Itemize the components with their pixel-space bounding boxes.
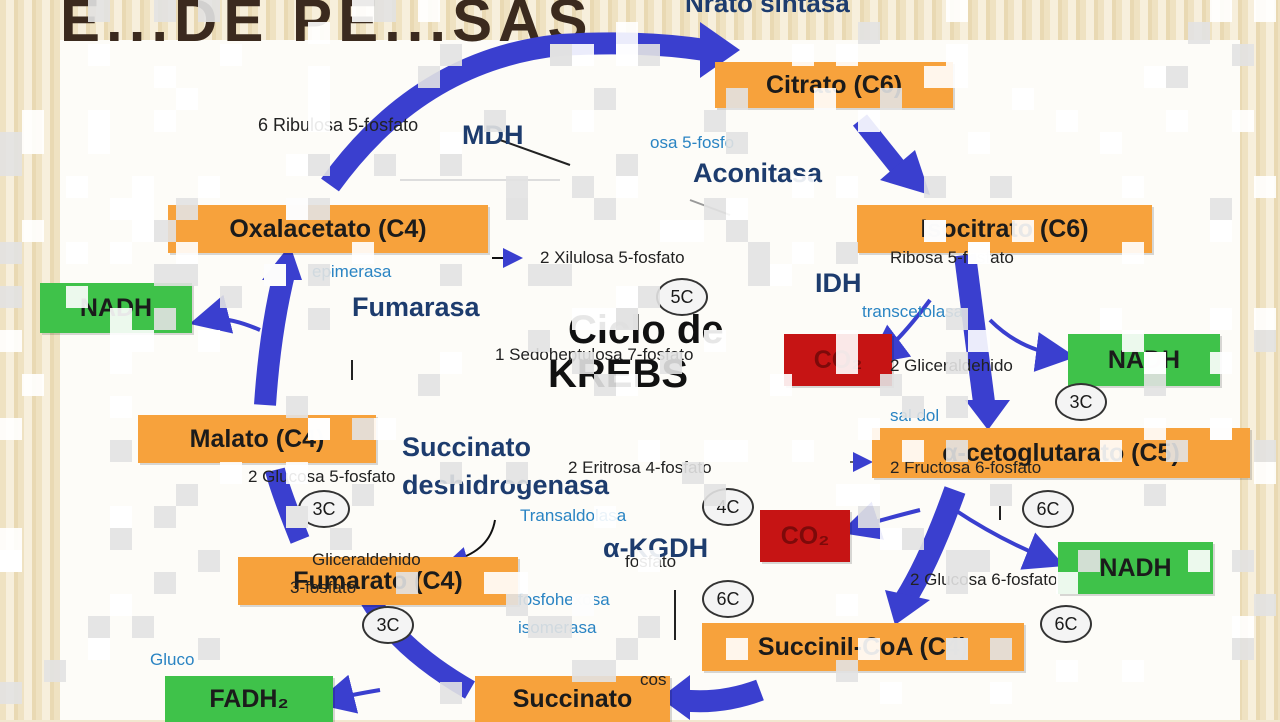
bg-cos: cos	[640, 670, 667, 689]
box-co2-1: CO₂	[784, 334, 892, 386]
bg-gliceraldehido-left: Gliceraldehido	[312, 550, 421, 569]
bg-ribosa-fragment: osa 5-fosfo	[650, 133, 735, 152]
enzyme-succinato-line1: Succinato	[402, 432, 532, 462]
enzyme-aconitasa: Aconitasa	[693, 158, 823, 188]
arrowhead-citrato	[700, 22, 740, 78]
enzyme-succinato-line2: deshidrogenasa	[402, 470, 610, 500]
bg-sedoheptulosa: 1 Sedoheptulosa 7-fosfato	[495, 345, 694, 364]
arrow-fumarato-malato	[265, 467, 310, 544]
arrow-succinil-succinato	[678, 679, 764, 713]
bg-gliceraldehido: 2 Gliceraldehido	[890, 356, 1013, 375]
box-co2-2: CO₂	[760, 510, 850, 562]
arrow-isocitrato-akg	[954, 253, 996, 412]
arrow-to-co2-2	[839, 501, 921, 540]
bg-ribosa: Ribosa 5-fosfato	[890, 248, 1014, 267]
arrow-to-nadh-right1	[988, 318, 1076, 372]
bg-transaldolasa: Transaldolasa	[520, 506, 627, 525]
box-succinato: Succinato	[475, 676, 670, 722]
line-mdh	[499, 139, 571, 166]
arrow-citrato-isocitrato	[852, 114, 908, 176]
bg-transaldol: sal dol	[890, 406, 940, 425]
bg-xilulosa: 2 Xilulosa 5-fosfato	[540, 248, 685, 267]
carbon-5c: 5C	[656, 278, 708, 316]
carbon-3c-a: 3C	[298, 490, 350, 528]
carbon-4c: 4C	[702, 488, 754, 526]
carbon-3c-c: 3C	[1055, 383, 1107, 421]
bg-fosfohexosa: fosfohexosa	[518, 590, 610, 609]
box-nadh-left: NADH	[40, 283, 192, 333]
box-fumarato: Fumarato (C4)	[238, 557, 518, 605]
box-malato: Malato (C4)	[138, 415, 376, 463]
bg-eritrosa: 2 Eritrosa 4-fosfato	[568, 458, 712, 477]
bg-glucosa-6: 2 Glucosa 6-fosfato	[910, 570, 1058, 589]
enzyme-top-fragment: Nrato sintasa	[685, 0, 850, 18]
bg-fructosa: 2 Fructosa 6-fosfato	[890, 458, 1042, 477]
enzyme-mdh: MDH	[462, 120, 524, 150]
box-oxalacetato: Oxalacetato (C4)	[168, 205, 488, 253]
arrow-to-nadh-right2	[953, 508, 1065, 570]
box-nadh-right-1: NADH	[1068, 334, 1220, 386]
carbon-6c-b: 6C	[1022, 490, 1074, 528]
bg-glucosa-5: 2 Glucosa 5-fosfato	[248, 467, 396, 486]
enzyme-idh: IDH	[815, 268, 862, 298]
arrow-malato-oxal	[254, 267, 296, 406]
bg-3-fosfato: 3-fosfato	[290, 578, 357, 597]
box-citrato: Citrato (C6)	[715, 62, 953, 108]
bg-transcetolasa: transcetolasa	[862, 302, 964, 321]
carbon-6c-c: 6C	[1040, 605, 1092, 643]
box-isocitrato: Isocitrato (C6)	[857, 205, 1152, 253]
arrow-akg-succinil	[895, 486, 966, 606]
arrow-to-nadh-left	[189, 294, 261, 334]
box-nadh-right-2: NADH	[1058, 542, 1213, 594]
bg-fosfato: fosfato	[625, 552, 677, 571]
enzyme-fumarasa: Fumarasa	[352, 292, 480, 322]
bg-isomerasa: isomerasa	[518, 618, 597, 637]
bg-epimerasa: epimerasa	[312, 262, 392, 281]
bg-gluco: Gluco	[150, 650, 195, 669]
carbon-6c-a: 6C	[702, 580, 754, 618]
bg-ribulosa-6: 6 Ribulosa 5-fosfato	[258, 115, 419, 135]
carbon-3c-b: 3C	[362, 606, 414, 644]
box-fadh2: FADH₂	[165, 676, 333, 722]
box-succinil-coa: Succinil-CoA (C4)	[702, 623, 1024, 671]
arrow-to-fadh2	[314, 674, 381, 714]
